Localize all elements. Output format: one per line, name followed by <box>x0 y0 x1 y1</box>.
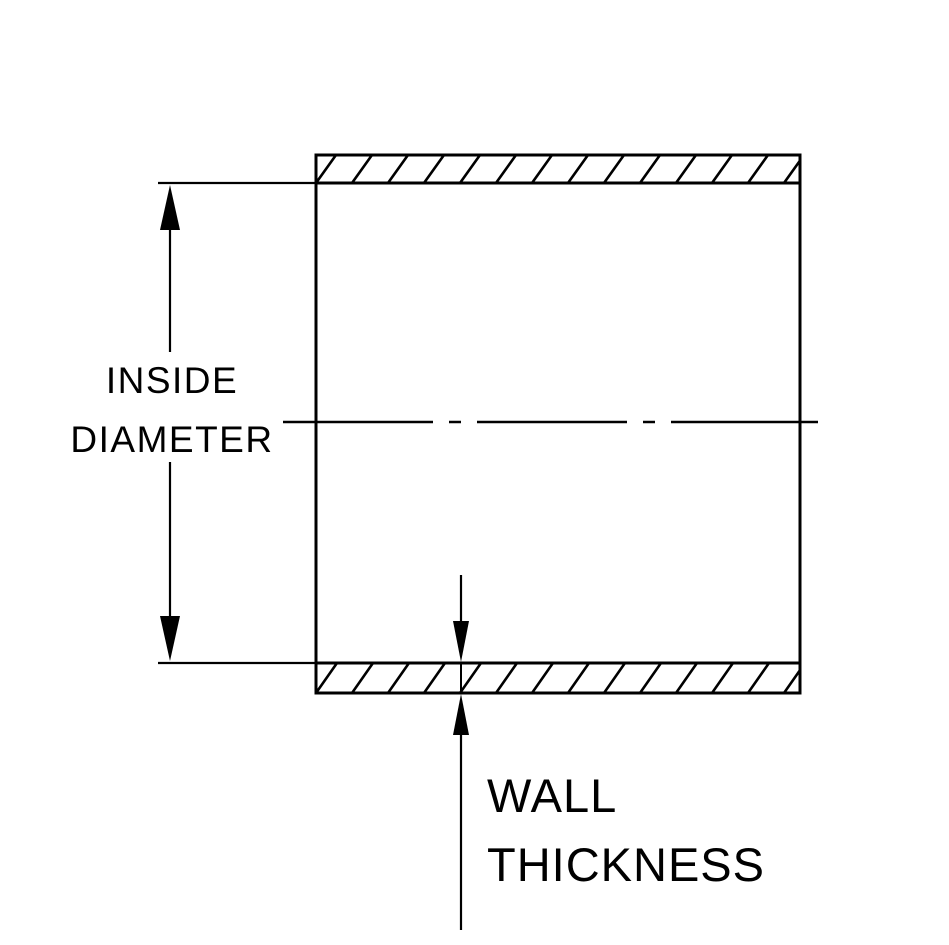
wall-thickness-label-line1: WALL <box>487 769 617 822</box>
wall-thickness-dimension <box>453 575 469 930</box>
bottom-wall-hatch <box>314 661 802 695</box>
inside-diameter-arrowheads <box>160 185 180 661</box>
wall-thickness-arrowheads <box>453 621 469 735</box>
wall-thickness-label-line2: THICKNESS <box>487 838 765 891</box>
inside-diameter-label-line1: INSIDE <box>106 360 238 401</box>
arrow-up-icon <box>453 694 469 735</box>
top-wall-hatch <box>314 153 802 185</box>
arrow-up-icon <box>160 185 180 230</box>
inside-diameter-label-line2: DIAMETER <box>70 419 273 460</box>
arrow-down-icon <box>453 621 469 662</box>
inside-diameter-dimension <box>158 181 316 665</box>
tube-body <box>283 153 818 695</box>
arrow-down-icon <box>160 616 180 661</box>
